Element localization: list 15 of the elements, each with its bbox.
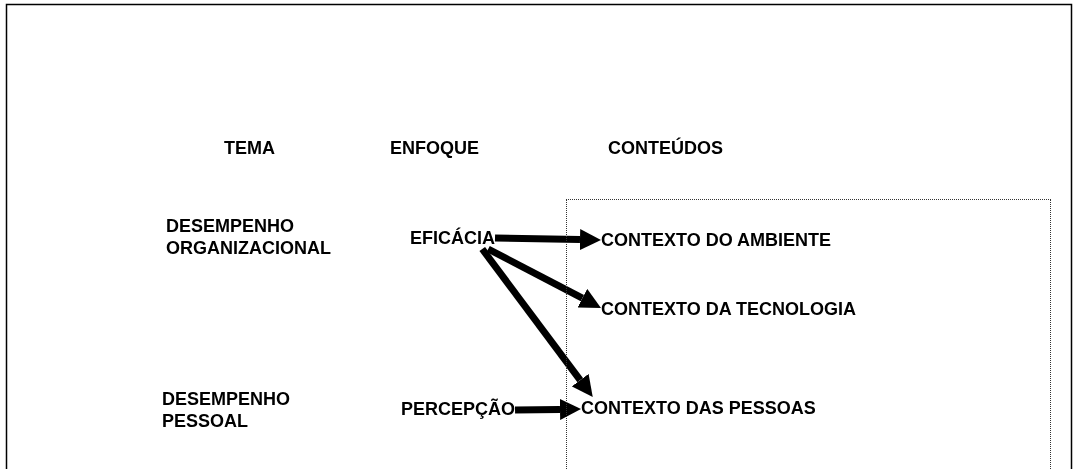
column-header: ENFOQUE bbox=[390, 137, 479, 159]
arrow bbox=[479, 246, 593, 397]
focus-label: PERCEPÇÃO bbox=[401, 398, 516, 420]
column-header: CONTEÚDOS bbox=[608, 137, 723, 159]
content-label: CONTEXTO DA TECNOLOGIA bbox=[601, 298, 856, 320]
content-label: CONTEXTO DO AMBIENTE bbox=[601, 229, 831, 251]
column-header: TEMA bbox=[224, 137, 275, 159]
dotted-box bbox=[566, 199, 1051, 469]
arrow bbox=[486, 245, 601, 308]
arrow bbox=[514, 398, 581, 420]
arrow bbox=[494, 229, 601, 251]
focus-label: EFICÁCIA bbox=[410, 227, 495, 249]
theme-label: DESEMPENHO PESSOAL bbox=[162, 388, 292, 432]
theme-label: DESEMPENHO ORGANIZACIONAL bbox=[166, 215, 332, 259]
content-label: CONTEXTO DAS PESSOAS bbox=[581, 397, 816, 419]
